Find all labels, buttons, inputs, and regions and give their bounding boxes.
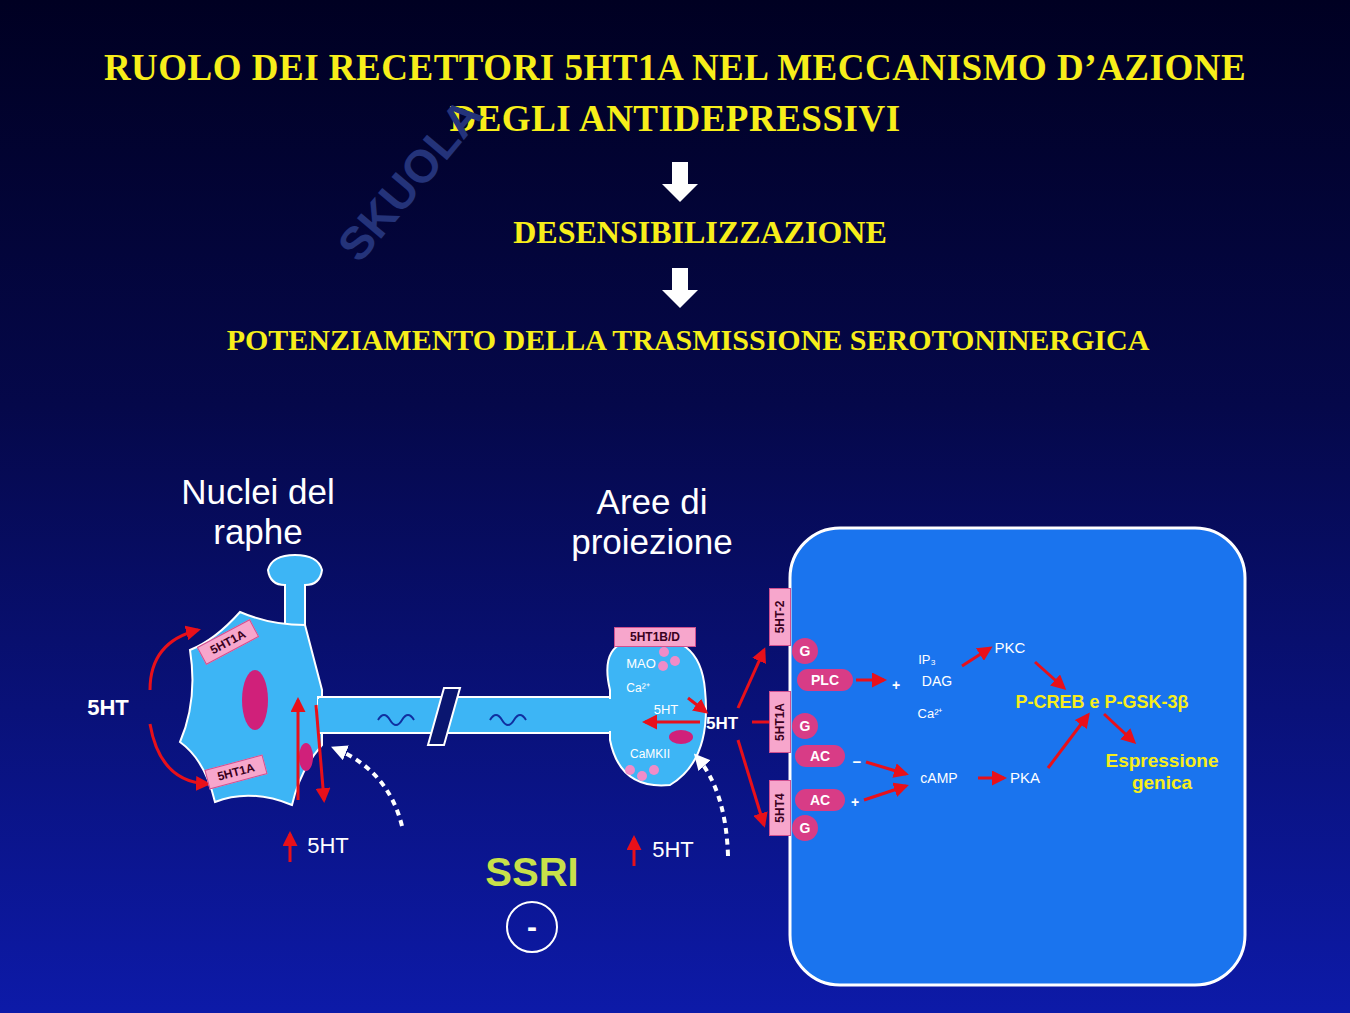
outcome-label: Espressione genica [1087, 750, 1237, 794]
node-text: G [800, 644, 811, 658]
node-text: G [800, 719, 811, 733]
messenger-label: IP₃ [918, 653, 936, 668]
g-protein: G [792, 815, 818, 841]
axon-break [428, 688, 460, 745]
messenger-label: cAMP [920, 770, 957, 786]
messenger-label: DAG [922, 673, 952, 689]
node-text: 5HT1B/D [630, 631, 680, 643]
step-text: DESENSIBILIZZAZIONE [513, 214, 886, 251]
node-text: 5HT-2 [774, 601, 786, 634]
vesicles [625, 647, 680, 781]
molecule-label: 5HT [652, 837, 694, 862]
ion-label: Ca²⁺ [918, 707, 943, 722]
target-label: P-CREB e P-GSK-3β [1015, 692, 1188, 713]
sign-label: + [851, 794, 859, 810]
sign-label: + [892, 677, 900, 693]
node-text: 5HT1A [774, 703, 786, 741]
target-cell [790, 528, 1245, 985]
title: RUOLO DEI RECETTORI 5HT1A NEL MECCANISMO… [100, 42, 1250, 144]
neuron [180, 555, 706, 805]
axon-waves [378, 715, 526, 725]
node-text: - [527, 912, 537, 942]
inhibition-sign: - [506, 901, 558, 953]
node-text: G [800, 821, 811, 835]
effector-enzyme: PLC [797, 669, 853, 691]
receptor-box: 5HT1B/D [614, 627, 696, 647]
region-label: Nuclei del raphe [138, 472, 378, 553]
kinase-label: PKA [1010, 769, 1040, 786]
effector-enzyme: AC [795, 789, 845, 811]
kinase-label: PKC [995, 639, 1026, 656]
enzyme-label: MAO [626, 657, 656, 672]
node-text: 5HT4 [774, 793, 786, 822]
red-arrows [150, 630, 1134, 866]
node-text: AC [810, 793, 830, 807]
receptor-box: 5HT1A [769, 691, 791, 753]
region-label: Aree di proiezione [532, 482, 772, 563]
drug-label: SSRI [485, 849, 578, 895]
g-protein: G [792, 713, 818, 739]
receptor-box: 5HT4 [769, 780, 791, 836]
node-text: AC [810, 749, 830, 763]
node-text: PLC [811, 673, 839, 687]
receptor-box: 5HT-2 [769, 588, 791, 646]
enzyme-label: CaMKII [630, 748, 670, 762]
molecule-label: 5HT [307, 833, 349, 858]
ion-label: Ca²⁺ [626, 682, 649, 696]
step-text: POTENZIAMENTO DELLA TRASMISSIONE SEROTON… [227, 323, 1150, 358]
molecule-label: 5HT [654, 703, 679, 718]
molecule-label: 5HT [706, 714, 738, 734]
effector-enzyme: AC [795, 745, 845, 767]
watermark: SKUOLA [327, 89, 492, 272]
molecule-label: 5HT [87, 695, 129, 720]
sign-label: − [853, 753, 862, 770]
g-protein: G [792, 638, 818, 664]
transporters [242, 670, 693, 771]
